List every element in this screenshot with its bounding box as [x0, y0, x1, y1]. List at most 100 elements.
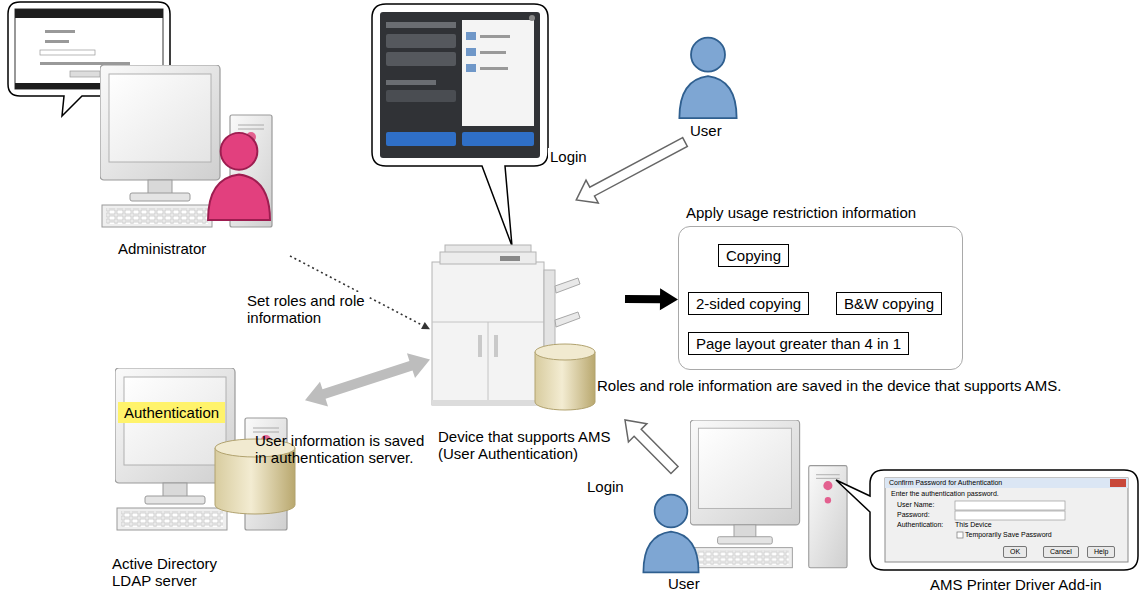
device-bubble-part: [386, 132, 456, 146]
user-computer: [690, 420, 847, 568]
restriction-panel: Copying 2-sided copying B&W copyingPage la…: [678, 198, 963, 370]
node-label: User: [690, 122, 722, 139]
device-bubble-part: [462, 20, 534, 126]
node-label: Apply usage restriction information: [686, 204, 916, 221]
device-bubble-part: [386, 22, 456, 28]
panel-frame: [678, 226, 963, 370]
dialog-button: Help: [1087, 546, 1115, 558]
user-node: User: [640, 470, 870, 597]
connector-group: [625, 288, 678, 310]
device-node: Device that supports AMS (User Authentic…: [430, 200, 625, 475]
device-bubble-part: [529, 15, 535, 21]
node-label: Administrator: [118, 240, 206, 257]
dialog-button: Cancel: [1043, 546, 1079, 558]
function-box: 2-sided copying: [688, 292, 809, 315]
box-text: Cancel: [1050, 548, 1072, 556]
function-box: Page layout greater than 4 in 1: [688, 332, 909, 355]
device-bubble-part: [480, 67, 508, 70]
hollow-arrow: [576, 138, 687, 203]
printer-part: [488, 322, 489, 400]
device-bubble-part: [466, 32, 476, 40]
connector-label: Set roles and role information: [245, 292, 369, 327]
connector-label: Login: [548, 148, 589, 165]
admin-bubble-part: [15, 9, 163, 18]
node-label: User Name:: [897, 501, 934, 509]
role-db-cylinder-part: [535, 352, 595, 410]
device-bubble-part: [466, 48, 476, 56]
box-text: Help: [1094, 548, 1108, 556]
user-db-cylinder-part: [215, 448, 295, 514]
node-label: Confirm Password for Authentication: [889, 479, 1002, 487]
server-node: AuthenticationActive Directory LDAP serv…: [100, 360, 305, 597]
box-text: Copying: [726, 247, 781, 264]
device-bubble-part: [386, 90, 456, 102]
device-bubble-part: [462, 132, 534, 146]
node-label: User: [668, 575, 700, 592]
admin-bubble-part: [45, 30, 75, 33]
node-label: Password:: [897, 511, 930, 519]
admin-bubble-part: [40, 62, 130, 65]
admin-bubble-part: [40, 50, 95, 55]
dialog-bubble-part: [885, 478, 1128, 562]
user-db-cylinder-part: [215, 439, 295, 457]
box-text: 2-sided copying: [696, 295, 801, 312]
admin-bubble-part: [45, 40, 69, 43]
dialog-bubble-part: [885, 478, 1128, 488]
function-box: B&W copying: [836, 292, 942, 315]
caption-text: AMS Printer Driver Add-in: [930, 576, 1102, 593]
device-bubble: [372, 4, 548, 246]
connector-group: [625, 420, 678, 474]
box-text: Authentication: [124, 404, 219, 421]
box-text: B&W copying: [844, 295, 934, 312]
dialog-bubble-part: [955, 511, 1065, 520]
node-label: Device that supports AMS (User Authentic…: [438, 428, 620, 463]
dialog-bubble-part: [1110, 479, 1126, 487]
highlight-label: Authentication: [118, 402, 225, 423]
user-figure: [643, 495, 698, 573]
function-box: Copying: [718, 244, 789, 267]
node-label: Temporarily Save Password: [965, 531, 1052, 539]
printer-part: [555, 278, 580, 293]
device-bubble-part: [466, 64, 476, 72]
dialog-bubble: [836, 470, 1138, 570]
node-label: Enter the authentication password.: [891, 490, 999, 498]
device-bubble-part: [386, 80, 436, 85]
device-bubble-part: [386, 34, 456, 48]
admin-computer: [100, 65, 272, 227]
printer-part: [494, 335, 498, 357]
connectors: [290, 138, 687, 474]
dotted-connector: [290, 256, 423, 326]
dialog-bubble-part: [955, 501, 1065, 510]
solid-arrow: [625, 288, 678, 310]
user-figure: [679, 38, 736, 119]
administrator-node: Administrator: [95, 60, 290, 262]
device-bubble-part: [386, 52, 456, 66]
node-label: This Device: [955, 521, 992, 529]
arrowhead: [421, 322, 430, 329]
connector-group: [305, 353, 430, 406]
connector-group: [576, 138, 687, 203]
administrator-figure: [208, 133, 270, 220]
hollow-arrow: [625, 420, 678, 474]
note-text: User information is saved in authenticat…: [255, 432, 435, 467]
dialog-button: OK: [1003, 546, 1027, 558]
printer-part: [478, 335, 482, 357]
admin-bubble-part: [70, 71, 100, 77]
device-bubble-part: [372, 4, 548, 246]
node-label: Active Directory LDAP server: [112, 555, 242, 590]
dialog-bubble-part: [836, 470, 1138, 570]
note-text: Roles and role information are saved in …: [597, 377, 1061, 394]
printer-part: [432, 262, 544, 405]
password-dialog: OK Cancel Help Confirm Password for Authent…: [885, 478, 1128, 562]
dialog-bubble-part: [957, 532, 963, 538]
printer-part: [500, 256, 520, 261]
role-db-cylinder: [535, 344, 595, 410]
box-text: OK: [1010, 548, 1020, 556]
box-text: Page layout greater than 4 in 1: [696, 335, 901, 352]
user-node: User: [670, 30, 745, 142]
